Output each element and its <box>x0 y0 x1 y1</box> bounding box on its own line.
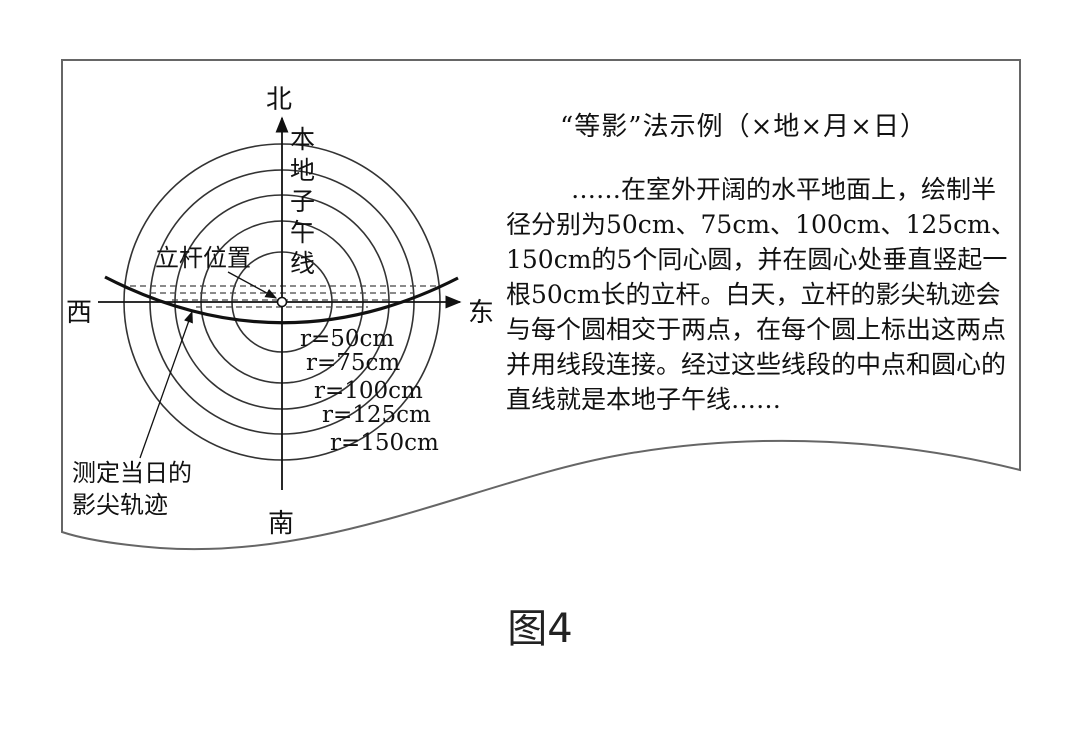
radius-label: r=150cm <box>330 430 439 456</box>
meridian-label-char: 地 <box>290 156 315 185</box>
meridian-label-char: 午 <box>290 218 315 247</box>
example-paragraph: ……在室外开阔的水平地面上，绘制半径分别为50cm、75cm、100cm、125… <box>506 175 1016 414</box>
trajectory-label-leader <box>139 310 193 459</box>
meridian-label-char: 本 <box>290 125 315 154</box>
shadow-trajectory-curve <box>104 275 459 325</box>
meridian-label-char: 线 <box>290 249 315 278</box>
rod-position-label: 立杆位置 <box>155 244 251 272</box>
meridian-label: 本地子午线 <box>290 125 315 278</box>
west-label: 西 <box>66 298 92 328</box>
south-label: 南 <box>268 509 294 539</box>
rod-label-leader <box>227 271 278 299</box>
figure-caption: 图4 <box>507 606 573 652</box>
radius-label: r=50cm <box>300 326 394 352</box>
trajectory-label-line1: 测定当日的 <box>72 459 192 487</box>
meridian-label-char: 子 <box>290 187 315 216</box>
radius-label: r=100cm <box>314 378 423 404</box>
north-label: 北 <box>266 85 292 115</box>
east-label: 东 <box>468 298 494 328</box>
trajectory-label-line2: 影尖轨迹 <box>72 491 168 519</box>
example-title: “等影”法示例（×地×月×日） <box>560 112 927 142</box>
paper-sheet <box>61 59 1021 551</box>
radius-label: r=125cm <box>322 402 431 428</box>
radius-label: r=75cm <box>306 350 400 376</box>
example-body: ……在室外开阔的水平地面上，绘制半径分别为50cm、75cm、100cm、125… <box>506 172 1016 417</box>
rod-position-point <box>276 296 288 308</box>
